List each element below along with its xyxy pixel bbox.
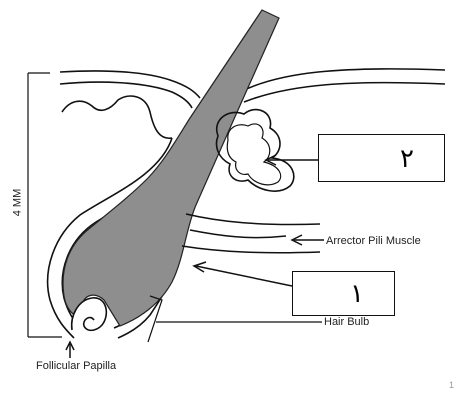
answer-box-1[interactable]: ١ [292, 271, 395, 316]
hair-shaft [63, 10, 279, 326]
corner-mark: 1 [449, 380, 454, 390]
follicular-papilla-label: Follicular Papilla [36, 361, 116, 372]
scale-label: 4 MM [13, 183, 24, 223]
hair-bulb-label: Hair Bulb [324, 317, 369, 328]
answer-box-2-text: ٢ [400, 144, 414, 174]
answer-box-1-text: ١ [350, 279, 364, 309]
answer-box-2[interactable]: ٢ [318, 134, 445, 182]
arrector-pili-muscle [182, 214, 320, 253]
skin-layers [60, 69, 445, 138]
scale-bracket [28, 73, 62, 337]
arrector-pili-label: Arrector Pili Muscle [326, 236, 421, 247]
